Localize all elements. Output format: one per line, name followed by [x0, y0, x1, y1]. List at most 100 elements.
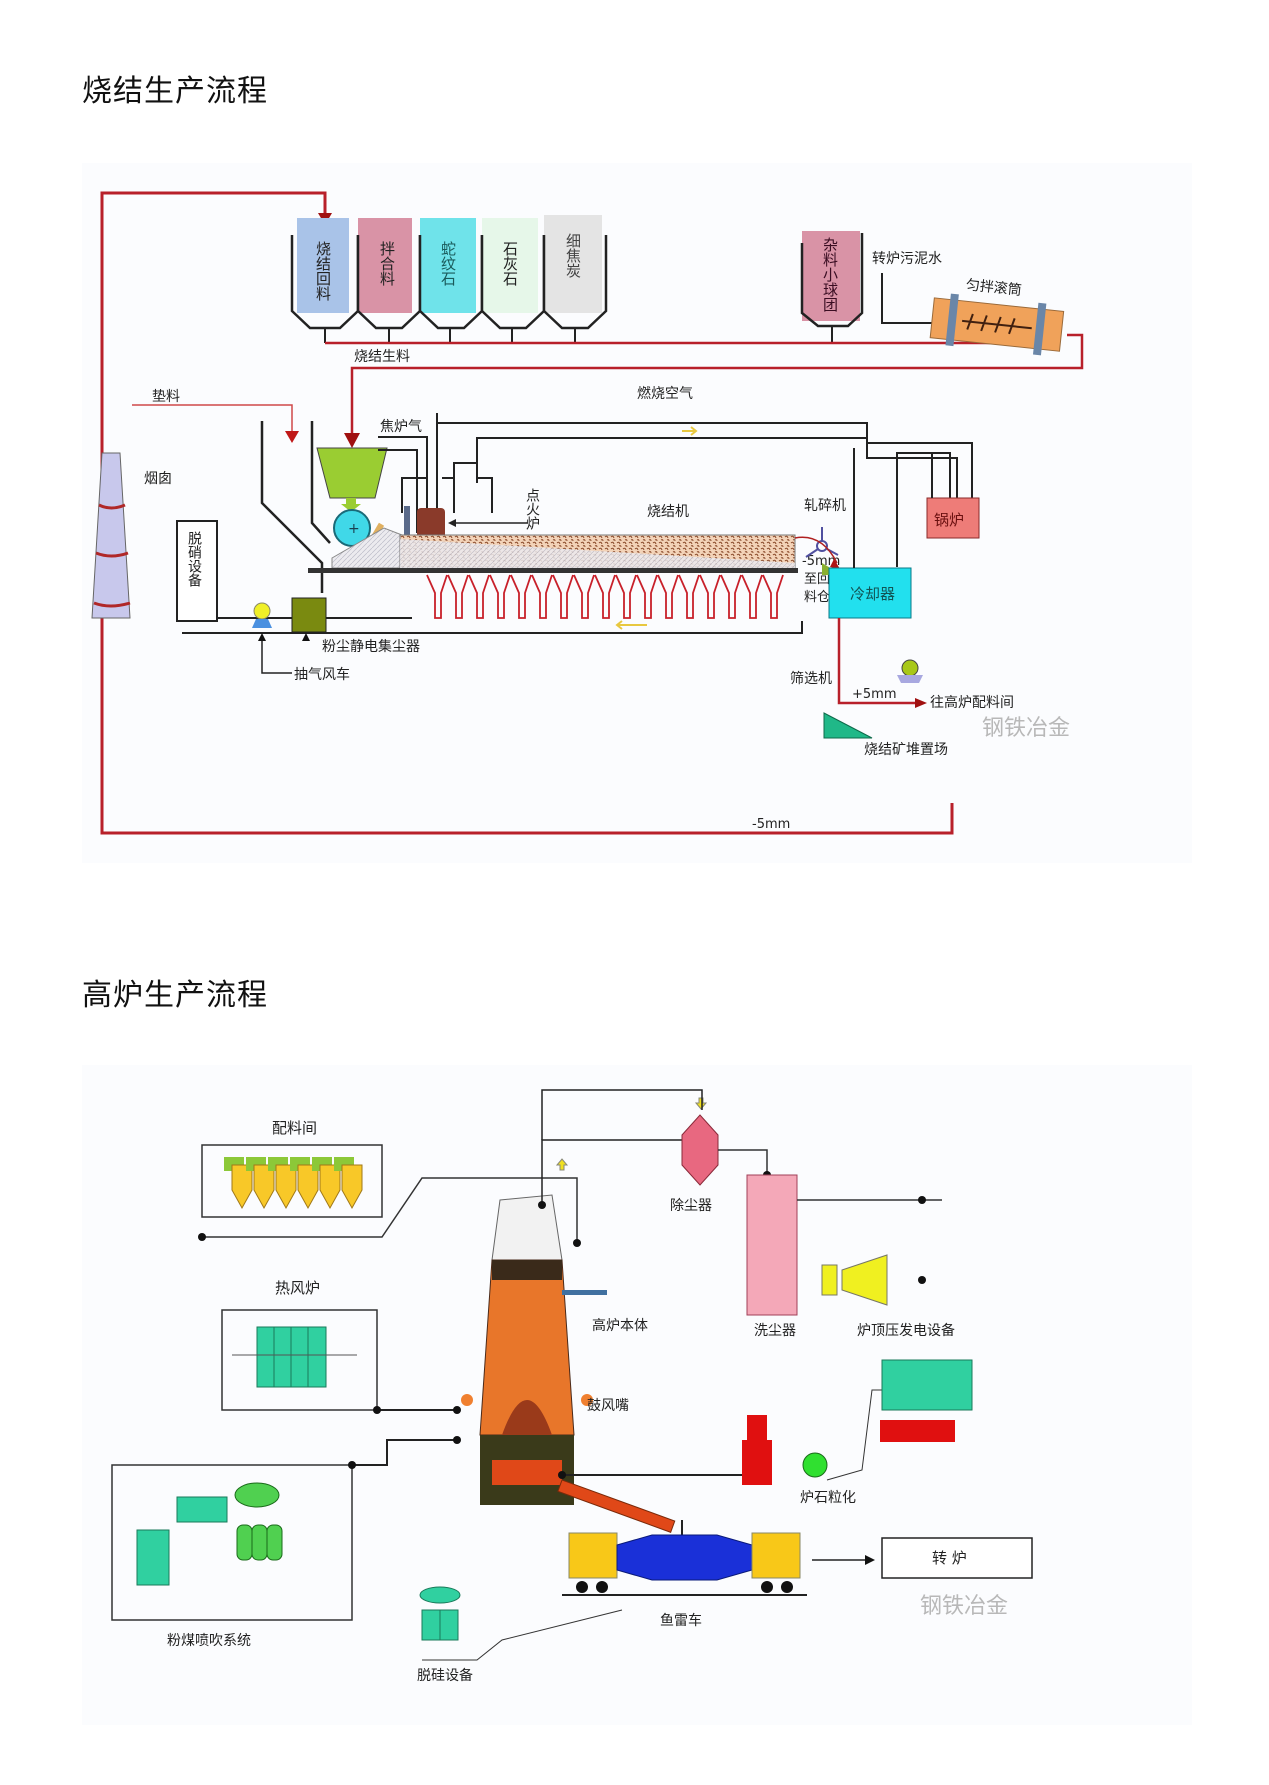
scrubber-label: 洗尘器	[754, 1323, 796, 1339]
bin-label: 石灰石	[501, 241, 519, 286]
chimney-label: 烟囱	[144, 471, 172, 487]
chimney	[91, 452, 131, 619]
windbox	[426, 574, 448, 619]
windbox	[720, 574, 742, 619]
pci-label: 粉煤喷吹系统	[167, 1633, 251, 1649]
crusher-label: 轧碎机	[804, 498, 846, 514]
sludge-label: 转炉污泥水	[872, 251, 942, 267]
svg-text:+5mm: +5mm	[852, 687, 897, 702]
batching-label: 配料间	[272, 1119, 317, 1137]
cooler	[828, 567, 912, 619]
windboxes	[426, 574, 784, 619]
section-title-sintering: 烧结生产流程	[82, 74, 268, 109]
batch-bin	[231, 1164, 253, 1210]
batch-bin	[319, 1164, 341, 1210]
bin-label: 烧结回料	[314, 241, 332, 301]
iron-runner	[557, 1479, 676, 1533]
trt-label: 炉顶压发电设备	[857, 1322, 955, 1339]
feed-hopper: +	[316, 447, 388, 547]
windbox	[573, 574, 595, 619]
raw-mix-label: 烧结生料	[354, 349, 410, 365]
boiler	[926, 497, 980, 539]
batch-bin	[341, 1164, 363, 1210]
denox-label: 脱硝设备	[186, 531, 202, 587]
windbox	[657, 574, 679, 619]
svg-text:+: +	[348, 521, 360, 537]
svg-text:-5mm: -5mm	[752, 817, 790, 832]
hot-stoves	[232, 1326, 357, 1388]
svg-text:烧结机: 烧结机	[647, 504, 689, 520]
bin-3: 蛇纹石	[418, 218, 484, 343]
granulation-wheel	[802, 1452, 828, 1478]
esp-label: 粉尘静电集尘器	[322, 638, 420, 655]
ignition-furnace	[417, 508, 445, 540]
svg-text:至回: 至回	[804, 572, 830, 587]
pci-equipment	[136, 1482, 283, 1586]
arrow-down-icon	[344, 433, 360, 448]
blast-furnace-diagram: 配料间 热风炉 粉煤喷吹系统 脱硅设备	[82, 1065, 1192, 1725]
pump-icon	[901, 659, 919, 677]
torpedo-label: 鱼雷车	[660, 1612, 702, 1629]
bin-label: 蛇纹石	[439, 241, 457, 286]
mixing-drum: 匀拌滚筒	[929, 276, 1065, 356]
windbox	[678, 574, 700, 619]
converter-label: 转 炉	[932, 1549, 967, 1567]
bin-5: 细焦炭	[542, 215, 608, 343]
svg-text:料仓: 料仓	[804, 590, 830, 605]
coke-gas-label: 焦炉气	[380, 419, 422, 435]
converter-box	[881, 1537, 1033, 1579]
fan-icon	[253, 602, 271, 620]
windbox	[741, 574, 763, 619]
cooler-label: 冷却器	[850, 585, 895, 603]
combustion-air-label: 燃烧空气	[637, 385, 693, 402]
slag-silos	[880, 1359, 973, 1442]
guard-plate	[404, 506, 410, 554]
raw-material-bins: 烧结回料 拌合料 蛇纹石 石灰石 细焦炭	[290, 215, 864, 343]
arrow-right-icon	[865, 1555, 875, 1565]
windbox	[615, 574, 637, 619]
trt-generator	[821, 1254, 888, 1306]
dust-catcher-label: 除尘器	[670, 1198, 712, 1214]
batching-bins	[224, 1157, 363, 1210]
watermark: 钢铁冶金	[982, 716, 1070, 741]
stove-label: 热风炉	[275, 1279, 320, 1297]
desi-label: 脱硅设备	[417, 1667, 473, 1684]
dust-catcher	[681, 1114, 719, 1186]
bin-label: 拌合料	[378, 241, 396, 286]
crusher-icon	[805, 527, 839, 558]
screen-machine	[823, 712, 873, 739]
fan-label: 抽气风车	[294, 666, 350, 683]
watermark: 钢铁冶金	[920, 1594, 1008, 1619]
desiliconization-unit	[419, 1586, 461, 1641]
bin-1: 烧结回料	[290, 218, 360, 343]
windbox	[699, 574, 721, 619]
bedding-label: 垫料	[152, 389, 180, 405]
windbox	[510, 574, 532, 619]
blast-furnace	[461, 1194, 607, 1505]
to-bf-label: 往高炉配料间	[930, 694, 1014, 711]
denox-unit	[176, 520, 218, 622]
windbox	[468, 574, 490, 619]
batch-bin	[275, 1164, 297, 1210]
bf-label: 高炉本体	[592, 1317, 648, 1334]
section-title-blast-furnace: 高炉生产流程	[82, 978, 268, 1013]
arrow-down-icon	[285, 431, 299, 443]
sintering-diagram: 烧结回料 拌合料 蛇纹石 石灰石 细焦炭	[82, 163, 1192, 863]
raw-mix-line	[350, 333, 1084, 435]
pellet-bin: 杂料小球团	[800, 231, 864, 343]
scrubber	[746, 1174, 798, 1316]
screen-label: 筛选机	[790, 671, 832, 687]
bin-2: 拌合料	[356, 218, 422, 343]
windbox	[594, 574, 616, 619]
batch-bin	[297, 1164, 319, 1210]
windbox	[531, 574, 553, 619]
drum-label: 匀拌滚筒	[965, 276, 1022, 299]
return-label: -5mm	[802, 554, 840, 569]
esp-unit	[291, 597, 327, 633]
windbox	[552, 574, 574, 619]
sinter-machine: 烧结机	[308, 504, 798, 573]
tuyere-label: 鼓风嘴	[587, 1398, 629, 1414]
slag-label: 炉石粒化	[800, 1490, 856, 1506]
slag-granulator	[742, 1415, 772, 1485]
windbox	[489, 574, 511, 619]
